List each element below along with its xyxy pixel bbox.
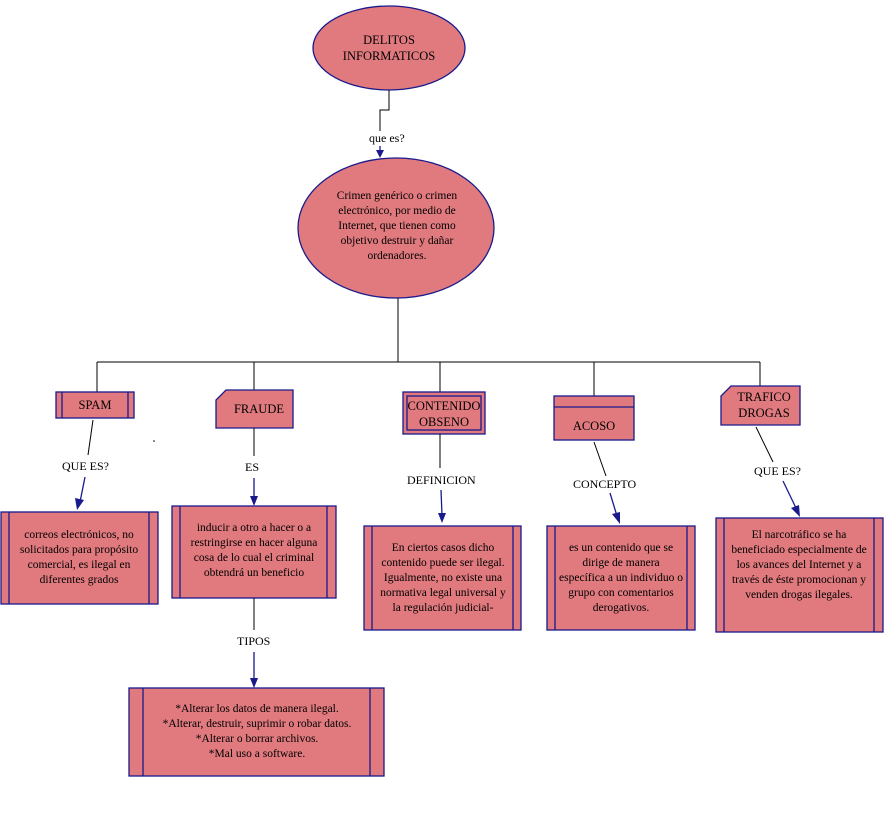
root-title-line1: DELITOS — [363, 33, 415, 47]
trafico-link-line-top — [755, 426, 774, 463]
trafico-description: El narcotráfico se ha beneficiado especi… — [731, 529, 867, 601]
fraude-link-arrowhead — [250, 496, 258, 506]
tipos-description-shape — [128, 687, 385, 777]
acoso-node-shape — [553, 395, 635, 441]
contenido-node-label: CONTENIDO OBSENO — [403, 398, 485, 430]
tipos-item: *Alterar, destruir, suprimir o robar dat… — [162, 718, 352, 730]
acoso-link-arrowhead — [612, 512, 620, 524]
contenido-link-arrowhead — [438, 513, 446, 523]
spam-link-line-bottom — [79, 476, 86, 503]
definition-text: Crimen genérico o crimen electrónico, po… — [336, 190, 458, 262]
trafico-link-label: QUE ES? — [752, 464, 803, 479]
root-link-arrowhead — [376, 150, 384, 158]
trafico-node-label-line1: TRAFICO — [737, 390, 791, 404]
contenido-node-label-line2: OBSENO — [418, 415, 469, 429]
contenido-link-label: DEFINICION — [405, 473, 478, 488]
acoso-node-label: ACOSO — [572, 419, 616, 433]
stray-dot — [153, 440, 155, 442]
contenido-node-shape — [402, 391, 486, 435]
contenido-link-line-bottom — [440, 489, 443, 516]
fraude-description: inducir a otro a hacer o a restringirse … — [190, 522, 318, 579]
tipos-item: *Alterar los datos de manera ilegal. — [175, 703, 339, 715]
contenido-description-shape — [363, 525, 522, 631]
spam-node-shape — [55, 391, 135, 419]
contenido-node-label-line1: CONTENIDO — [407, 399, 481, 413]
acoso-description: es un contenido que se dirige de manera … — [559, 542, 683, 614]
trafico-link-arrowhead — [791, 505, 800, 517]
tipos-item: *Mal uso a software. — [208, 748, 306, 760]
root-connector — [379, 90, 390, 135]
definition-node-shape — [297, 157, 495, 299]
tipos-link-arrowhead — [250, 678, 258, 688]
fraude-node-label: FRAUDE — [233, 402, 284, 416]
trafico-node-label-line2: DROGAS — [738, 406, 790, 420]
root-title-line2: INFORMATICOS — [342, 49, 436, 63]
fraude-link-label: ES — [243, 460, 262, 475]
tipos-link-label: TIPOS — [235, 634, 273, 649]
spam-link-label: QUE ES? — [60, 459, 111, 474]
trafico-description-shape — [715, 517, 884, 633]
contenido-description: En ciertos casos dicho contenido puede s… — [380, 542, 506, 614]
fraude-description-shape — [171, 505, 337, 599]
trafico-node-label: TRAFICO DROGAS — [726, 389, 802, 421]
acoso-link-label: CONCEPTO — [571, 477, 639, 492]
trafico-link-line-bottom — [782, 480, 797, 509]
spam-description-shape — [0, 511, 159, 605]
spam-link-line-top — [87, 419, 94, 456]
trafico-node-shape — [720, 385, 801, 426]
acoso-link-line-top — [593, 441, 607, 477]
contenido-node-inner — [406, 395, 482, 431]
spam-description: correos electrónicos, no solicitados par… — [19, 529, 139, 586]
tipos-list: *Alterar los datos de manera ilegal. *Al… — [146, 702, 368, 762]
acoso-description-shape — [546, 525, 696, 631]
root-title: DELITOS INFORMATICOS — [313, 32, 465, 64]
root-link-label: que es? — [367, 131, 407, 146]
acoso-link-line-bottom — [609, 492, 618, 517]
spam-link-arrowhead — [75, 498, 84, 510]
tipos-item: *Alterar o borrar archivos. — [195, 733, 319, 745]
spam-node-label: SPAM — [78, 398, 112, 412]
